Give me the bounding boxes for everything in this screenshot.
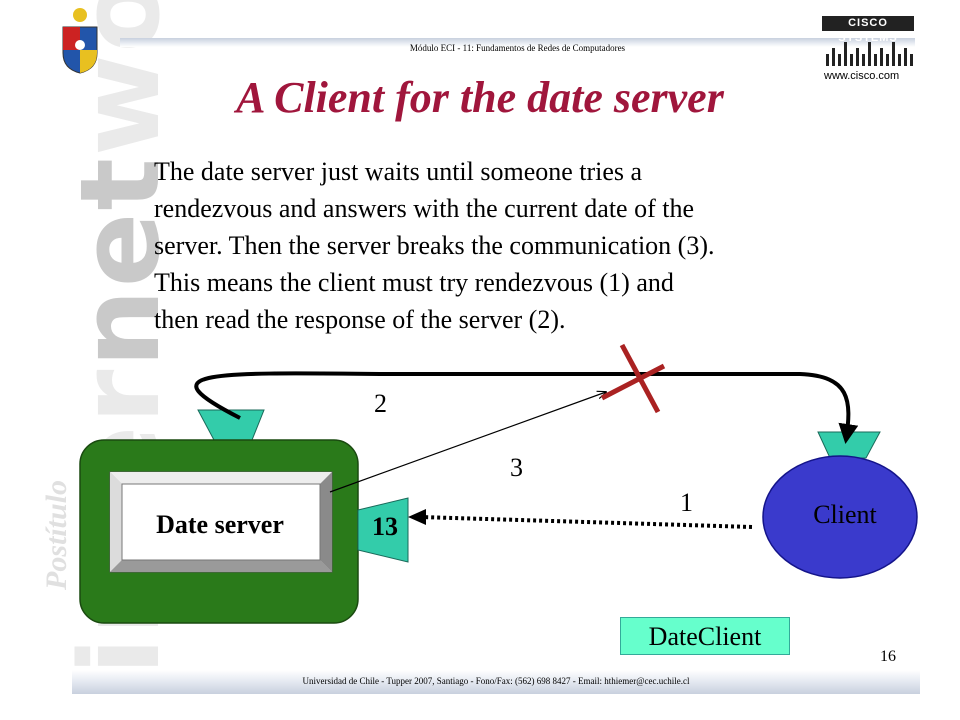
client-ellipse — [762, 455, 918, 579]
port-13-funnel — [357, 497, 409, 563]
slide-body: The date server just waits until someone… — [154, 153, 874, 338]
body-line: then read the response of the server (2)… — [154, 305, 566, 334]
body-line: The date server just waits until someone… — [154, 157, 643, 186]
body-line: rendezvous and answers with the current … — [154, 194, 695, 223]
footer-address: Universidad de Chile - Tupper 2007, Sant… — [302, 676, 690, 686]
dateclient-button[interactable]: DateClient — [620, 617, 790, 655]
page-number: 16 — [880, 648, 896, 665]
date-server-label: Date server — [156, 510, 284, 539]
server-panel-face — [121, 483, 321, 561]
client-label: Client — [813, 500, 877, 529]
server-panel-bevel-left — [110, 472, 122, 572]
step-2-label: 2 — [374, 389, 387, 418]
body-line: server. Then the server breaks the commu… — [154, 231, 715, 260]
rendezvous-arrow-1 — [419, 515, 753, 529]
body-line: This means the client must try rendezvou… — [154, 268, 674, 297]
cisco-bars-icon — [826, 42, 913, 66]
port-number-label: 13 — [372, 512, 398, 541]
rendezvous-arrowhead — [408, 509, 426, 525]
cisco-logo: CISCO SYSTEMS www.cisco.com — [822, 16, 917, 88]
broken-x-stroke-2 — [600, 363, 666, 401]
server-panel-bevel-right — [320, 472, 332, 572]
step-3-label: 3 — [510, 453, 523, 482]
university-crest-icon — [55, 5, 105, 75]
break-line-3 — [329, 392, 606, 493]
cisco-url: www.cisco.com — [824, 70, 900, 82]
server-panel-bevel-top — [110, 472, 332, 484]
cisco-wordmark: CISCO SYSTEMS — [822, 16, 914, 44]
server-panel-bevel-bottom — [110, 560, 332, 572]
step-1-label: 1 — [680, 488, 693, 517]
header-rule — [120, 38, 915, 47]
footer-rule — [72, 670, 920, 694]
slide-title: A Client for the date server — [236, 73, 724, 122]
course-header: Módulo ECI - 11: Fundamentos de Redes de… — [409, 43, 626, 53]
response-arrow-2 — [194, 371, 859, 444]
client-funnel — [817, 431, 881, 459]
